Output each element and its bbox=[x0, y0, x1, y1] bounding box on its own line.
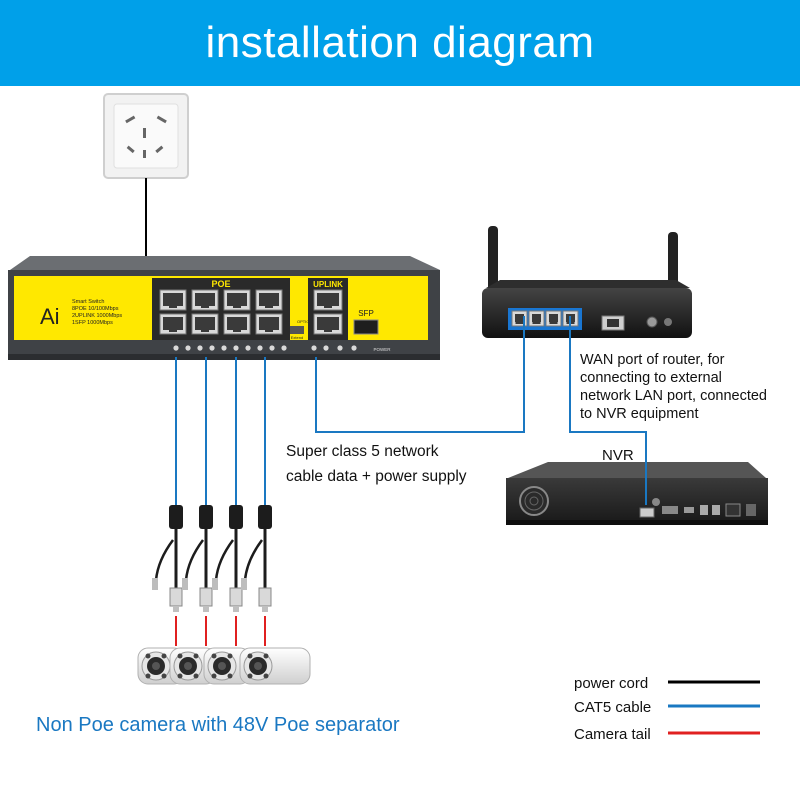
page-title: installation diagram bbox=[205, 18, 595, 67]
status-led bbox=[351, 345, 357, 351]
camera-group bbox=[137, 647, 311, 685]
cable-note-line: Super class 5 network bbox=[286, 443, 439, 460]
router-antenna bbox=[668, 232, 678, 292]
poe-label: POE bbox=[211, 279, 230, 289]
poe-separator bbox=[241, 505, 272, 646]
status-led bbox=[323, 345, 329, 351]
uplink-port bbox=[313, 289, 343, 311]
status-led bbox=[221, 345, 227, 351]
cat5-line bbox=[569, 316, 647, 505]
poe-port bbox=[159, 289, 187, 311]
sfp-label: SFP bbox=[358, 309, 374, 318]
legend-label-power: power cord bbox=[574, 675, 648, 692]
switch-spec-line: Smart Switch bbox=[72, 299, 104, 305]
uplink-label: UPLINK bbox=[313, 280, 343, 289]
poe-separator bbox=[182, 505, 213, 646]
cable-note-line: cable data + power supply bbox=[286, 468, 467, 485]
title-banner: installation diagram bbox=[0, 0, 800, 86]
status-led bbox=[233, 345, 239, 351]
poe-port-group bbox=[159, 289, 283, 335]
router-lan-port bbox=[528, 310, 545, 327]
poe-port bbox=[255, 313, 283, 335]
switch-spec-line: 1SFP 1000Mbps bbox=[72, 320, 113, 326]
legend-label-cat5: CAT5 cable bbox=[574, 699, 651, 716]
router bbox=[482, 226, 692, 338]
status-led bbox=[269, 345, 275, 351]
uplink-port-group bbox=[313, 289, 343, 335]
router-note-line: connecting to external bbox=[580, 370, 722, 386]
poe-port bbox=[223, 289, 251, 311]
poe-port bbox=[191, 289, 219, 311]
status-led bbox=[185, 345, 191, 351]
status-led bbox=[197, 345, 203, 351]
switch-spec-line: 2UPLINK 1000Mbps bbox=[72, 313, 122, 319]
status-led bbox=[257, 345, 263, 351]
cat5-line bbox=[315, 316, 525, 433]
camera-caption: Non Poe camera with 48V Poe separator bbox=[36, 714, 400, 736]
status-led bbox=[245, 345, 251, 351]
legend: power cord CAT5 cable Camera tail bbox=[574, 675, 760, 743]
status-led bbox=[337, 345, 343, 351]
option-label: OPTION bbox=[297, 319, 312, 324]
wall-socket bbox=[103, 93, 189, 179]
status-led bbox=[173, 345, 179, 351]
poe-port bbox=[159, 313, 187, 335]
poe-separator-group bbox=[152, 505, 272, 646]
sfp-port bbox=[353, 319, 379, 335]
poe-switch: Ai Smart Switch 8POE 10/100Mbps 2UPLINK … bbox=[8, 256, 440, 360]
uplink-port bbox=[313, 313, 343, 335]
router-note-line: to NVR equipment bbox=[580, 406, 698, 422]
switch-brand: Ai bbox=[40, 304, 60, 329]
cat5-cables bbox=[175, 316, 647, 505]
router-lan-port bbox=[545, 310, 562, 327]
status-led bbox=[311, 345, 317, 351]
poe-separator bbox=[152, 505, 183, 646]
extend-label: Extend bbox=[291, 335, 303, 340]
bullet-camera-icon bbox=[203, 647, 251, 685]
router-antenna bbox=[488, 226, 498, 292]
poe-separator bbox=[212, 505, 243, 646]
poe-port bbox=[255, 289, 283, 311]
nvr-label: NVR bbox=[602, 447, 634, 464]
status-led bbox=[209, 345, 215, 351]
bullet-camera-icon bbox=[239, 647, 311, 685]
switch-spec-line: 8POE 10/100Mbps bbox=[72, 306, 119, 312]
power-label: POWER bbox=[373, 347, 391, 352]
led-row bbox=[173, 345, 357, 351]
fan-icon bbox=[519, 486, 549, 516]
nvr-device bbox=[506, 462, 768, 525]
router-note-line: network LAN port, connected bbox=[580, 388, 767, 404]
legend-label-tail: Camera tail bbox=[574, 726, 651, 743]
poe-port bbox=[191, 313, 219, 335]
router-note-line: WAN port of router, for bbox=[580, 352, 725, 368]
status-led bbox=[281, 345, 287, 351]
nvr-lan-port bbox=[639, 507, 655, 518]
poe-port bbox=[223, 313, 251, 335]
